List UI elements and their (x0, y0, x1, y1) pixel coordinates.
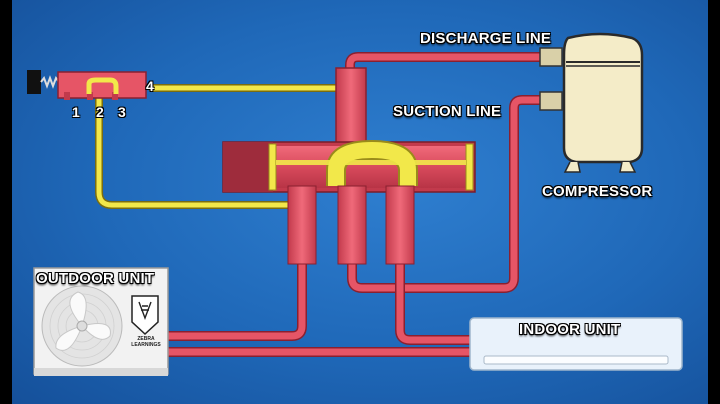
logo-line-1: ZEBRA (137, 336, 155, 342)
indoor-unit-label: INDOOR UNIT (519, 321, 621, 338)
fan-blades (55, 291, 111, 351)
piston-left (268, 143, 277, 191)
zebra-logo-shield (131, 295, 159, 336)
discharge-stub (335, 67, 367, 151)
valve-port-suction (337, 185, 367, 265)
discharge-line-label: DISCHARGE LINE (420, 30, 552, 47)
refrigerant-pipes (163, 52, 547, 357)
logo-line-2: LEARNINGS (131, 342, 161, 348)
pilot-valve-body (57, 71, 147, 99)
piston-right (465, 143, 474, 191)
indoor-unit (469, 317, 683, 371)
solenoid-coil (27, 70, 41, 94)
pilot-valve (27, 70, 147, 100)
solenoid-spring (40, 75, 60, 89)
suction-line-label: SUCTION LINE (393, 103, 502, 120)
pilot-tubes (95, 84, 342, 209)
compressor-shell (562, 32, 644, 164)
outdoor-unit-label: OUTDOOR UNIT (36, 270, 155, 287)
pilot-slider (86, 77, 119, 94)
compressor (539, 32, 644, 173)
reversing-valve (222, 67, 476, 265)
port-3-label: 3 (118, 104, 126, 120)
port-4-label: 4 (146, 78, 154, 94)
valve-port-outdoor (287, 185, 317, 265)
discharge-fitting (539, 47, 563, 67)
outdoor-unit (33, 267, 169, 376)
suction-fitting (539, 91, 563, 111)
compressor-label: COMPRESSOR (542, 183, 653, 200)
port-2-label: 2 (96, 104, 104, 120)
indoor-unit-louver (483, 355, 669, 365)
valve-port-indoor (385, 185, 415, 265)
port-1-label: 1 (72, 104, 80, 120)
zebra-logo-text: ZEBRA LEARNINGS (126, 336, 166, 348)
